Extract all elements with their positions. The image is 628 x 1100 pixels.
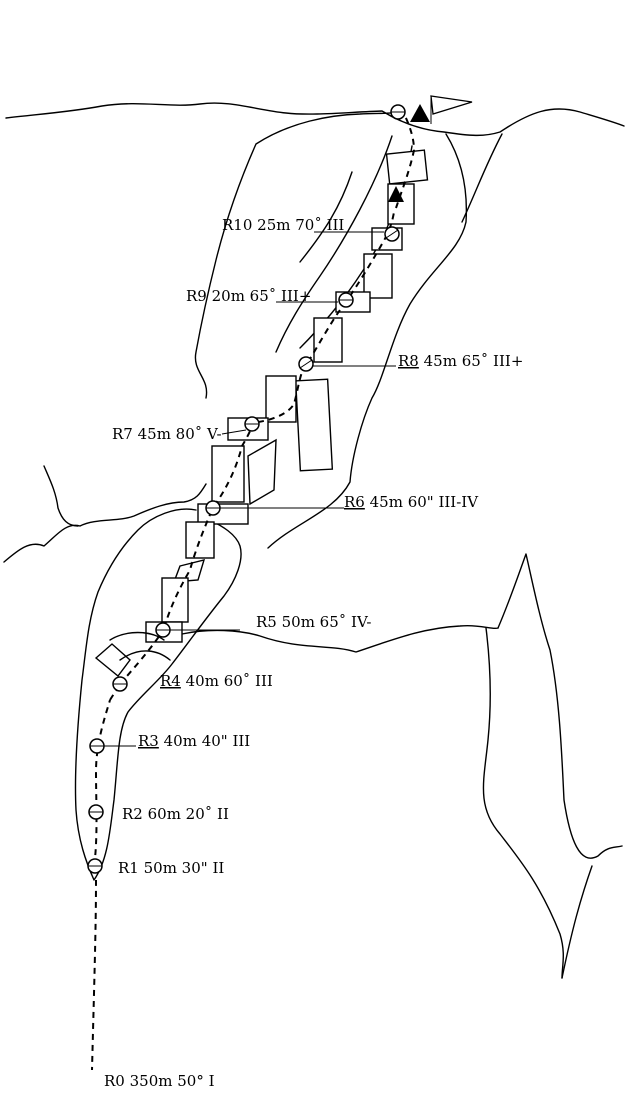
route-r7-r8 (257, 363, 307, 423)
pitch-detail-r4: 40m 60˚ III (181, 672, 273, 690)
pitch-detail-r6: 45m 60" III-IV (365, 493, 479, 511)
lower-buttress-outline (74, 508, 242, 881)
rock-slab-r7 (247, 438, 277, 506)
leader-lines (104, 231, 396, 747)
rock-block-r8 (313, 317, 343, 363)
rock-block-r5-upper (172, 559, 206, 583)
belay-station-icon (298, 356, 314, 372)
pitch-id-r3: R3 (138, 732, 159, 750)
right-lower-face (181, 624, 499, 653)
left-spur-ridge (3, 483, 207, 563)
belay-station-icon (338, 292, 354, 308)
pitch-label-r2: R2 60m 20˚ II (122, 805, 229, 823)
route-r5-r6 (163, 509, 213, 629)
belay-station-icon (155, 622, 171, 638)
leader-r7 (221, 429, 247, 435)
pitch-label-r8: R8 45m 65˚ III+ (398, 352, 523, 370)
route-r1-r3 (93, 699, 111, 867)
right-face-contour (267, 133, 468, 549)
pitch-id-r4: R4 (160, 672, 181, 690)
rock-arch-r4 (109, 631, 171, 661)
belay-station-icon (112, 676, 128, 692)
pitch-label-r6: R6 45m 60" III-IV (344, 493, 479, 511)
gully-wall-left (275, 135, 393, 353)
rock-block-r5 (161, 577, 189, 623)
approach-route-r0 (91, 879, 97, 1071)
skyline-ridge (5, 102, 625, 137)
belay-station-icon (244, 416, 260, 432)
pitch-label-r3: R3 40m 40" III (138, 732, 250, 750)
pitch-label-r1: R1 50m 30" II (118, 859, 224, 877)
belay-station-icon (87, 858, 103, 874)
terrain-lines (3, 102, 625, 979)
left-face-contour (194, 111, 399, 399)
pitch-label-r9: R9 20m 65˚ III+ (186, 287, 311, 305)
rock-ridge-r4 (94, 643, 131, 678)
pitch-label-r0: R0 350m 50° I (104, 1072, 215, 1090)
belay-station-icon (89, 738, 105, 754)
belay-station-icon (205, 500, 221, 516)
gully-wall-left-2 (299, 171, 353, 263)
summit-markers (388, 95, 473, 202)
pitch-detail-r8: 45m 65˚ III+ (419, 352, 524, 370)
route-r4-r5 (119, 631, 163, 685)
summit-flag-icon (430, 95, 473, 124)
pitch-id-r8: R8 (398, 352, 419, 370)
right-lower-ridge (482, 627, 564, 979)
pitch-label-r4: R4 40m 60˚ III (160, 672, 273, 690)
far-right-ridge (497, 553, 623, 979)
left-spur-branch (43, 465, 79, 527)
pitch-detail-r3: 40m 40" III (159, 732, 250, 750)
rock-pillar-r8 (294, 378, 334, 472)
pitch-label-r7: R7 45m 80˚ V- (112, 425, 222, 443)
route-r10-summit (395, 113, 416, 209)
summit-triangle-icon (410, 104, 430, 122)
belay-station-icon (88, 804, 104, 820)
rock-block-r6-lower (185, 521, 215, 559)
right-spur-contour (461, 133, 503, 223)
route-r6-r7 (213, 423, 253, 507)
pitch-id-r6: R6 (344, 493, 365, 511)
belay-station-icon (384, 226, 400, 242)
pitch-labels: R10 25m 70˚ III R9 20m 65˚ III+ R8 45m 6… (104, 216, 523, 1090)
pitch-label-r5: R5 50m 65˚ IV- (256, 613, 372, 631)
summit-block (385, 149, 429, 185)
belay-station-icon (390, 104, 406, 120)
summit-triangle-icon (388, 186, 404, 202)
pitch-label-r10: R10 25m 70˚ III (222, 216, 344, 234)
